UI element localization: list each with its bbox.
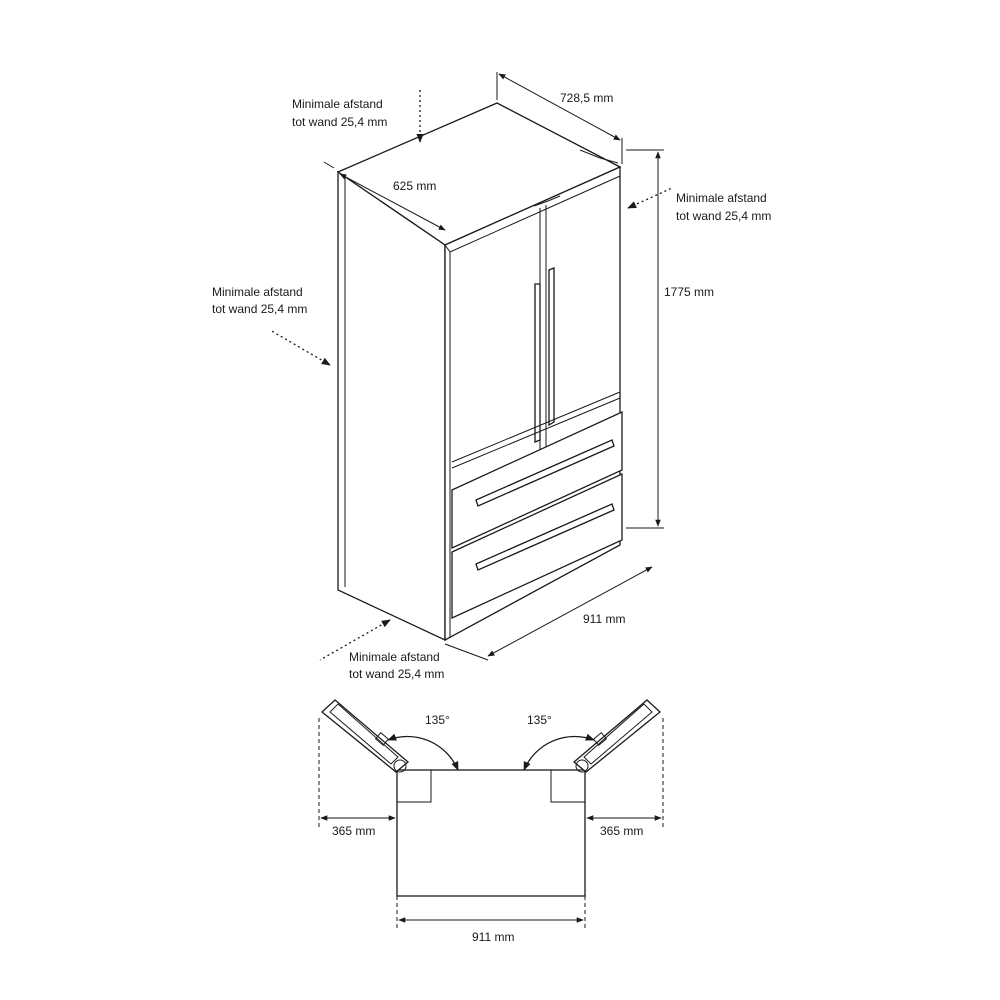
dim-height: 1775 mm — [664, 285, 714, 299]
dim-side-depth: 625 mm — [393, 179, 436, 193]
clearance-left-line2: tot wand 25,4 mm — [212, 302, 307, 316]
clearance-back-line1: Minimale afstand — [292, 97, 383, 111]
clearance-right-line1: Minimale afstand — [676, 191, 767, 205]
plan-width-dimension: 911 mm — [472, 930, 514, 944]
clearance-back-line2: tot wand 25,4 mm — [292, 115, 387, 129]
fridge-side-face — [337, 170, 446, 642]
clearance-left-line1: Minimale afstand — [212, 285, 303, 299]
right-door-handle — [548, 267, 555, 427]
left-door-handle — [534, 283, 541, 443]
clearance-right-line2: tot wand 25,4 mm — [676, 209, 771, 223]
dim-top-depth: 728,5 mm — [560, 91, 613, 105]
door-left-dimension: 365 mm — [332, 824, 375, 838]
angle-right-label: 135° — [527, 713, 552, 727]
clearance-bottom-line2: tot wand 25,4 mm — [349, 667, 444, 681]
fridge-isometric — [269, 72, 673, 661]
right-swing-arc — [523, 733, 595, 771]
upper-drawer-handle — [475, 439, 615, 507]
left-door-open — [321, 699, 410, 773]
dim-front-width: 911 mm — [583, 612, 625, 626]
clearance-bottom-line1: Minimale afstand — [349, 650, 440, 664]
right-door-open — [572, 699, 661, 773]
door-right-dimension: 365 mm — [600, 824, 643, 838]
left-swing-arc — [387, 733, 459, 771]
plan-body — [396, 769, 586, 897]
lower-drawer-handle — [475, 503, 615, 571]
angle-left-label: 135° — [425, 713, 450, 727]
fridge-plan-view — [318, 699, 664, 928]
